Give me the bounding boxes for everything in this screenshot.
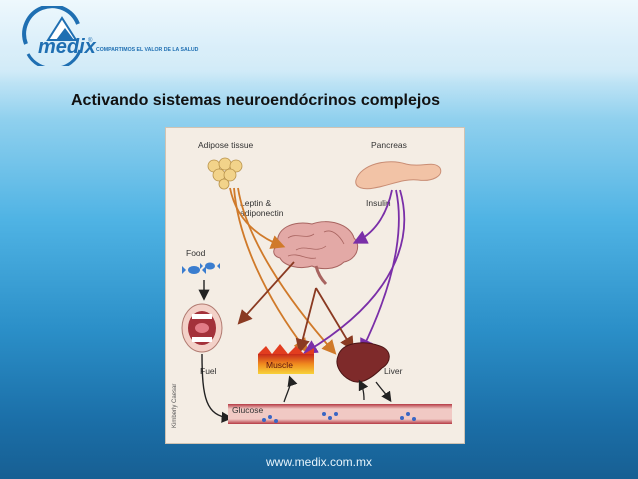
pancreas-icon <box>355 161 442 190</box>
brand-name: medix <box>38 36 97 58</box>
header-band <box>0 0 638 82</box>
illustrator-credit: Kimberly Caesar <box>172 384 178 428</box>
label-leptin-line2: adiponectin <box>240 208 284 218</box>
liver-icon <box>336 342 390 383</box>
label-insulin: Insulin <box>366 198 391 208</box>
brain-icon <box>273 221 359 286</box>
brand-registered: ® <box>88 37 93 44</box>
label-adipose-tissue: Adipose tissue <box>198 140 254 150</box>
adipose-tissue-icon <box>207 157 243 190</box>
medix-logo: medix ® COMPARTIMOS EL VALOR DE LA SALUD <box>18 4 228 71</box>
label-muscle: Muscle <box>266 360 293 370</box>
label-liver: Liver <box>384 366 403 376</box>
label-pancreas: Pancreas <box>371 140 407 150</box>
label-fuel: Fuel <box>200 366 217 376</box>
mouth-icon <box>181 303 223 353</box>
blood-vessel <box>228 404 452 424</box>
neuroendocrine-diagram: Adipose tissue Pancreas Leptin & adipone… <box>165 127 465 444</box>
label-food: Food <box>186 248 206 258</box>
muscle-icon <box>258 344 314 374</box>
label-leptin-line1: Leptin & <box>240 198 272 208</box>
slide-title: Activando sistemas neuroendócrinos compl… <box>71 92 440 109</box>
glucose-molecules <box>262 412 416 423</box>
brand-tagline: COMPARTIMOS EL VALOR DE LA SALUD <box>96 47 199 53</box>
label-glucose: Glucose <box>232 405 263 415</box>
footer-url[interactable]: www.medix.com.mx <box>265 455 372 469</box>
food-candy-icon <box>182 262 220 274</box>
